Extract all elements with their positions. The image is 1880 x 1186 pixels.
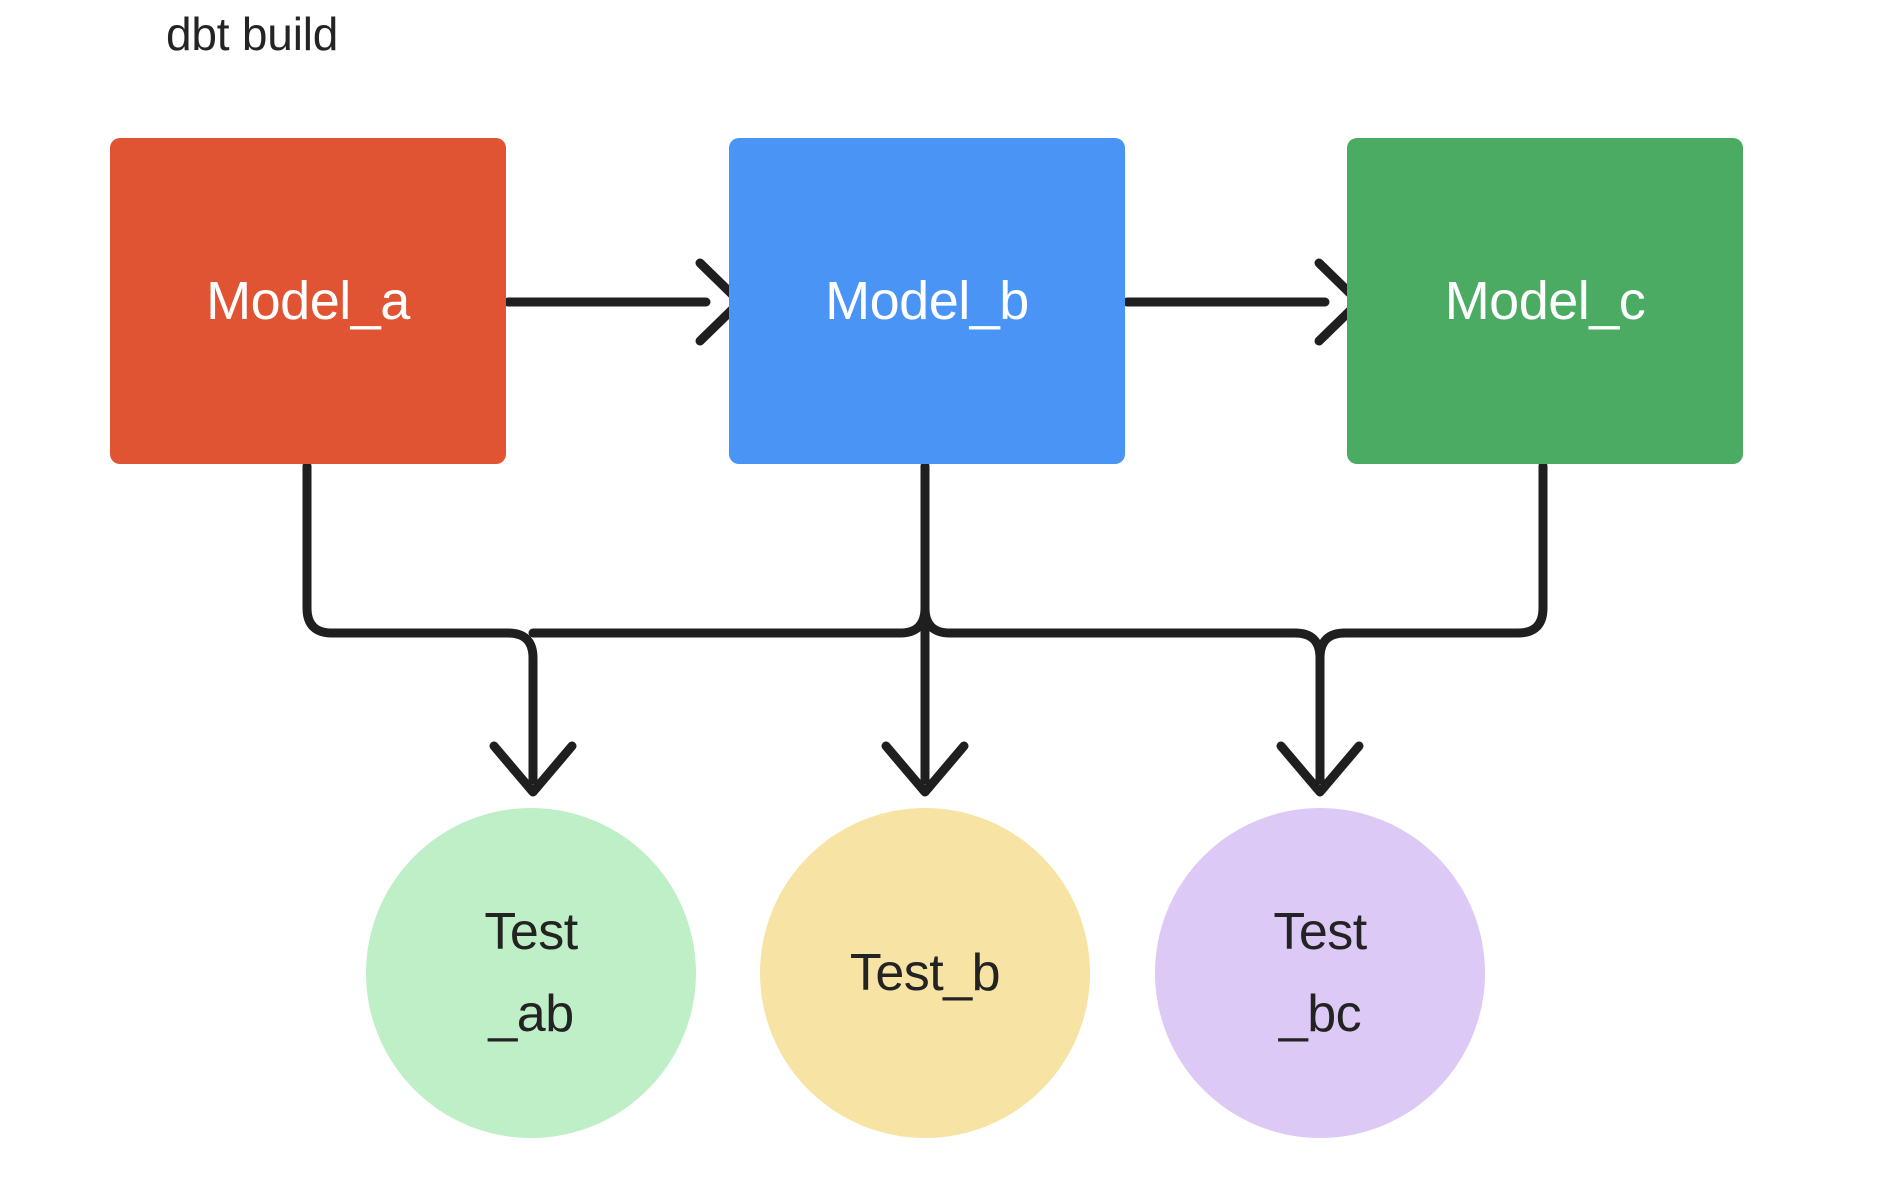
model-node-model-c[interactable]: Model_c xyxy=(1347,138,1743,464)
test-node-test-b[interactable]: Test_b xyxy=(760,808,1090,1138)
model-node-label: Model_b xyxy=(825,271,1029,331)
test-node-label-line1: Test xyxy=(484,903,578,961)
model-node-model-a[interactable]: Model_a xyxy=(110,138,506,464)
test-node-test-bc[interactable]: Test _bc xyxy=(1155,808,1485,1138)
model-node-label: Model_a xyxy=(206,271,410,331)
edge-model-c-to-test-bc xyxy=(1315,461,1548,663)
test-node-label-line2: _ab xyxy=(488,985,574,1043)
edge-model-b-to-test-b-arrowhead xyxy=(881,741,969,797)
edge-model-b-to-test-bc xyxy=(920,603,1325,785)
model-node-label: Model_c xyxy=(1444,271,1646,331)
model-node-model-b[interactable]: Model_b xyxy=(729,138,1125,464)
test-node-label-line1: Test_b xyxy=(849,944,1001,1002)
test-node-label-line2: _bc xyxy=(1278,985,1362,1043)
test-node-test-ab[interactable]: Test _ab xyxy=(366,808,696,1138)
test-node-label-line1: Test xyxy=(1273,903,1367,961)
edge-model-b-to-test-bc-arrowhead xyxy=(1276,741,1364,797)
edge-model-a-to-test-ab-arrowhead xyxy=(489,741,577,797)
edge-model-a-to-test-ab xyxy=(302,461,538,785)
diagram-title: dbt build xyxy=(166,8,339,60)
